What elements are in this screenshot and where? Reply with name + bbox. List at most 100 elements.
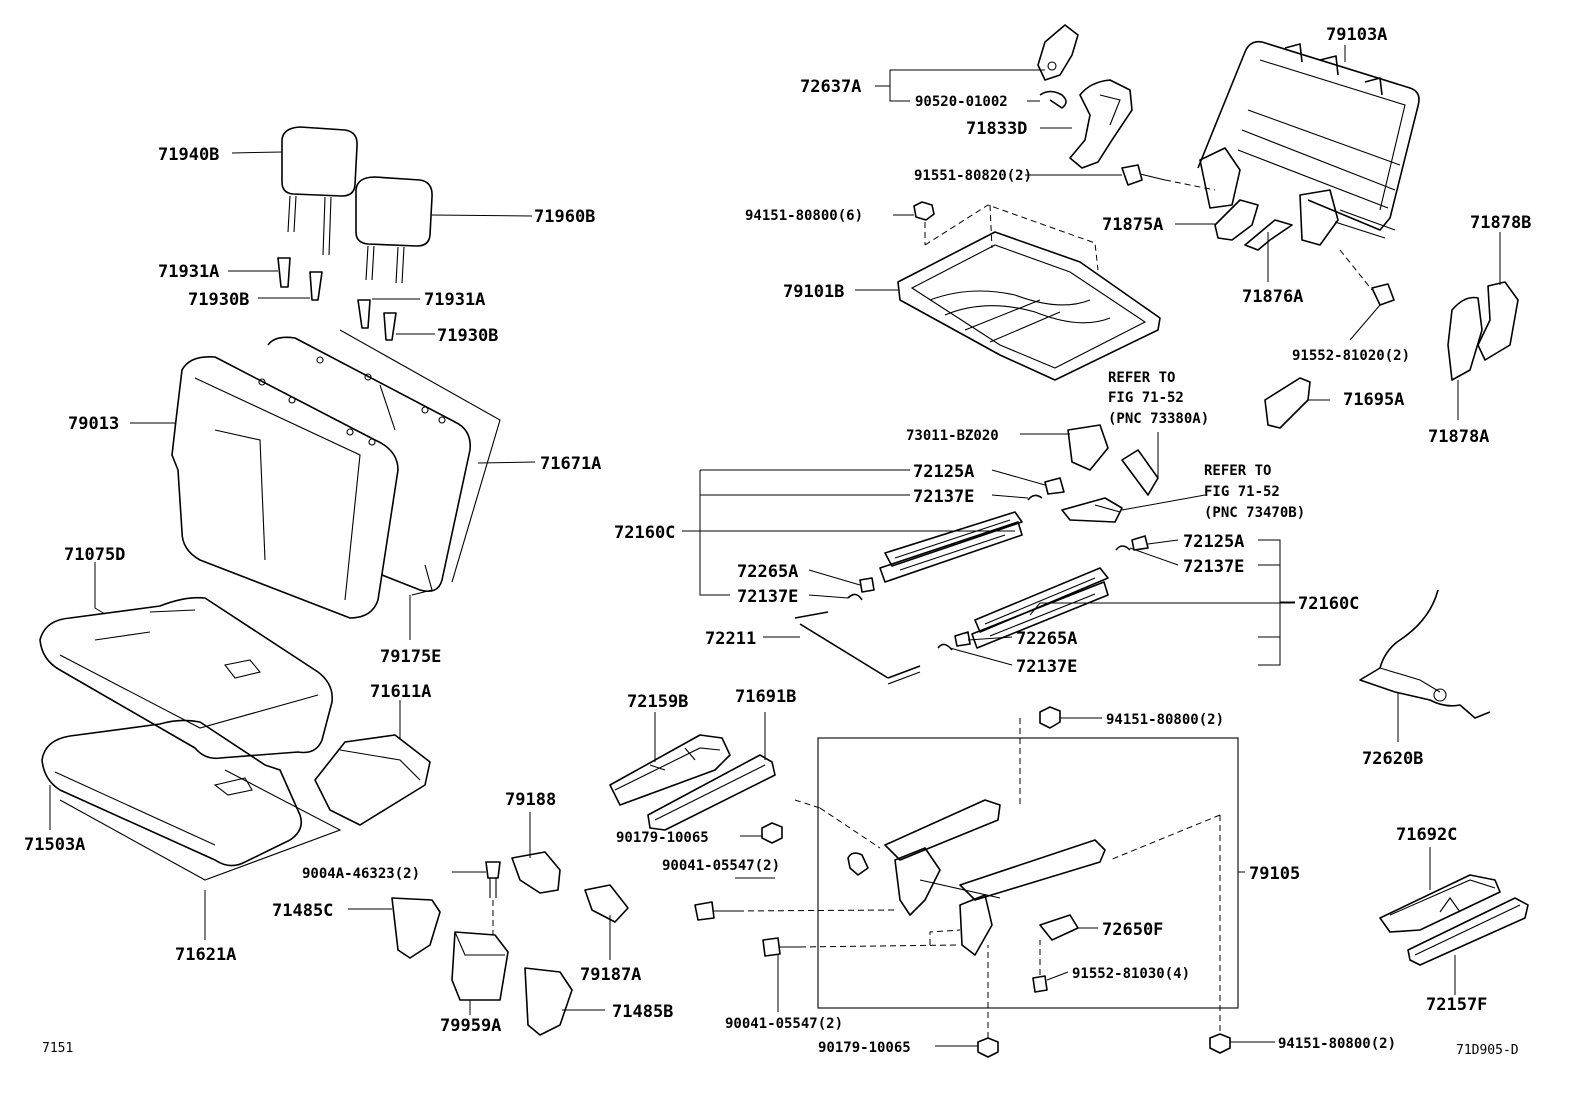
cushion-part-71611A[interactable] (314, 734, 431, 826)
label-72650F: 72650F (1102, 920, 1163, 940)
label-71503A: 71503A (24, 835, 85, 855)
label-72137E-upper-2: 72137E (737, 587, 798, 607)
headrest-71960B[interactable] (355, 176, 433, 284)
link-71875A[interactable] (1214, 199, 1259, 241)
headrest-71940B[interactable] (281, 126, 358, 256)
label-72125A-upper: 72125A (913, 462, 974, 482)
label-refer-73380A-line3: (PNC 73380A) (1108, 411, 1209, 427)
clips-upper[interactable] (847, 477, 1065, 601)
label-refer-73380A-line1: REFER TO (1108, 370, 1175, 386)
label-71878B: 71878B (1470, 213, 1531, 233)
track-72160C-upper[interactable] (879, 511, 1023, 583)
connector-73470B[interactable] (1061, 497, 1123, 523)
label-7151: 7151 (42, 1041, 73, 1056)
connector-73380A[interactable] (1121, 449, 1159, 496)
bolt-91552-81020[interactable] (1339, 249, 1395, 306)
rail-cover-71691B[interactable] (647, 754, 776, 831)
rod-72211[interactable] (794, 611, 921, 685)
label-79013: 79013 (68, 414, 119, 434)
label-refer-73470B-line3: (PNC 73470B) (1204, 505, 1305, 521)
label-72159B: 72159B (627, 692, 688, 712)
label-refer-73470B-line2: FIG 71-52 (1204, 484, 1280, 500)
part-labels: 71940B 71960B 71931A 71930B 71931A 71930… (24, 25, 1531, 1058)
label-91551-80820: 91551-80820(2) (914, 168, 1032, 184)
label-71960B: 71960B (534, 207, 595, 227)
bracket-73011-BZ020[interactable] (1067, 424, 1109, 471)
label-79187A: 79187A (580, 965, 641, 985)
cushion-cover-71503A[interactable] (41, 719, 303, 867)
label-90179-10065-top: 90179-10065 (616, 830, 709, 846)
label-79103A: 79103A (1326, 25, 1387, 45)
label-71075D: 71075D (64, 545, 125, 565)
cushion-71075D[interactable] (39, 596, 334, 760)
label-73011-BZ020: 73011-BZ020 (906, 428, 999, 444)
label-71621A: 71621A (175, 945, 236, 965)
bracket-72637A[interactable] (1037, 24, 1079, 81)
label-72125A-lower: 72125A (1183, 532, 1244, 552)
label-79175E: 79175E (380, 647, 441, 667)
label-71485C: 71485C (272, 901, 333, 921)
label-71695A: 71695A (1343, 390, 1404, 410)
bracket-79188[interactable] (511, 851, 561, 894)
label-refer-73470B-line1: REFER TO (1204, 463, 1271, 479)
label-71485B: 71485B (612, 1002, 673, 1022)
label-91552-81030: 91552-81030(4) (1072, 966, 1190, 982)
label-72137E-lower: 72137E (1183, 557, 1244, 577)
label-71833D: 71833D (966, 119, 1027, 139)
cover-71485B[interactable] (524, 967, 573, 1036)
cover-71878B[interactable] (1477, 281, 1519, 361)
label-72160C-upper: 72160C (614, 523, 675, 543)
label-71940B: 71940B (158, 145, 219, 165)
frame-79103A[interactable] (1197, 40, 1420, 246)
label-71931A-left: 71931A (158, 262, 219, 282)
cable-72620B[interactable] (1359, 589, 1491, 719)
label-72620B: 72620B (1362, 749, 1423, 769)
label-72265A-lower: 72265A (1016, 629, 1077, 649)
label-9004A-46323: 9004A-46323(2) (302, 866, 420, 882)
label-79188: 79188 (505, 790, 556, 810)
link-71876A[interactable] (1244, 219, 1293, 251)
clip-79187A[interactable] (584, 884, 629, 923)
fasteners-79105[interactable] (694, 706, 1231, 1058)
label-90520-01002: 90520-01002 (915, 94, 1008, 110)
label-90041-05547-bottom: 90041-05547(2) (725, 1016, 843, 1032)
cover-71878A[interactable] (1447, 296, 1483, 381)
label-71876A: 71876A (1242, 287, 1303, 307)
seat-frame-79101B[interactable] (897, 204, 1161, 381)
leader-lines (49, 45, 1501, 1047)
cover-71833D[interactable] (1069, 79, 1133, 169)
label-79101B: 79101B (783, 282, 844, 302)
cover-71692C[interactable] (1379, 874, 1501, 933)
label-72137E-lower-2: 72137E (1016, 657, 1077, 677)
headrest-guides[interactable] (277, 257, 397, 341)
rail-cover-72159B[interactable] (609, 734, 731, 806)
label-72137E-upper: 72137E (913, 487, 974, 507)
label-71692C: 71692C (1396, 825, 1457, 845)
bolt-9004A-46323[interactable] (485, 861, 501, 935)
label-94151-80800-2-bottom: 94151-80800(2) (1278, 1036, 1396, 1052)
label-71931A-right: 71931A (424, 290, 485, 310)
adjuster-assembly-79105[interactable] (817, 737, 1239, 1009)
label-71611A: 71611A (370, 682, 431, 702)
label-72637A: 72637A (800, 77, 861, 97)
spring-90520-01002[interactable] (1039, 90, 1067, 109)
label-72160C-lower: 72160C (1298, 594, 1359, 614)
label-94151-80800-2-top: 94151-80800(2) (1106, 712, 1224, 728)
track-72160C-lower[interactable] (971, 567, 1109, 649)
cover-71485C[interactable] (391, 897, 441, 959)
label-79105: 79105 (1249, 864, 1300, 884)
cover-71695A[interactable] (1264, 377, 1311, 429)
label-refer-73380A-line2: FIG 71-52 (1108, 390, 1184, 406)
seatback-79013[interactable] (171, 355, 399, 619)
cushion-pad-71621A[interactable] (59, 769, 342, 881)
label-71875A: 71875A (1102, 215, 1163, 235)
nut-94151-80800-6[interactable] (913, 201, 935, 245)
seatback-cover-71671A[interactable] (267, 329, 501, 596)
cover-72157F[interactable] (1407, 897, 1529, 966)
label-91552-81020: 91552-81020(2) (1292, 348, 1410, 364)
label-90041-05547-top: 90041-05547(2) (662, 858, 780, 874)
box-79959A[interactable] (451, 931, 509, 1001)
label-72265A-upper: 72265A (737, 562, 798, 582)
